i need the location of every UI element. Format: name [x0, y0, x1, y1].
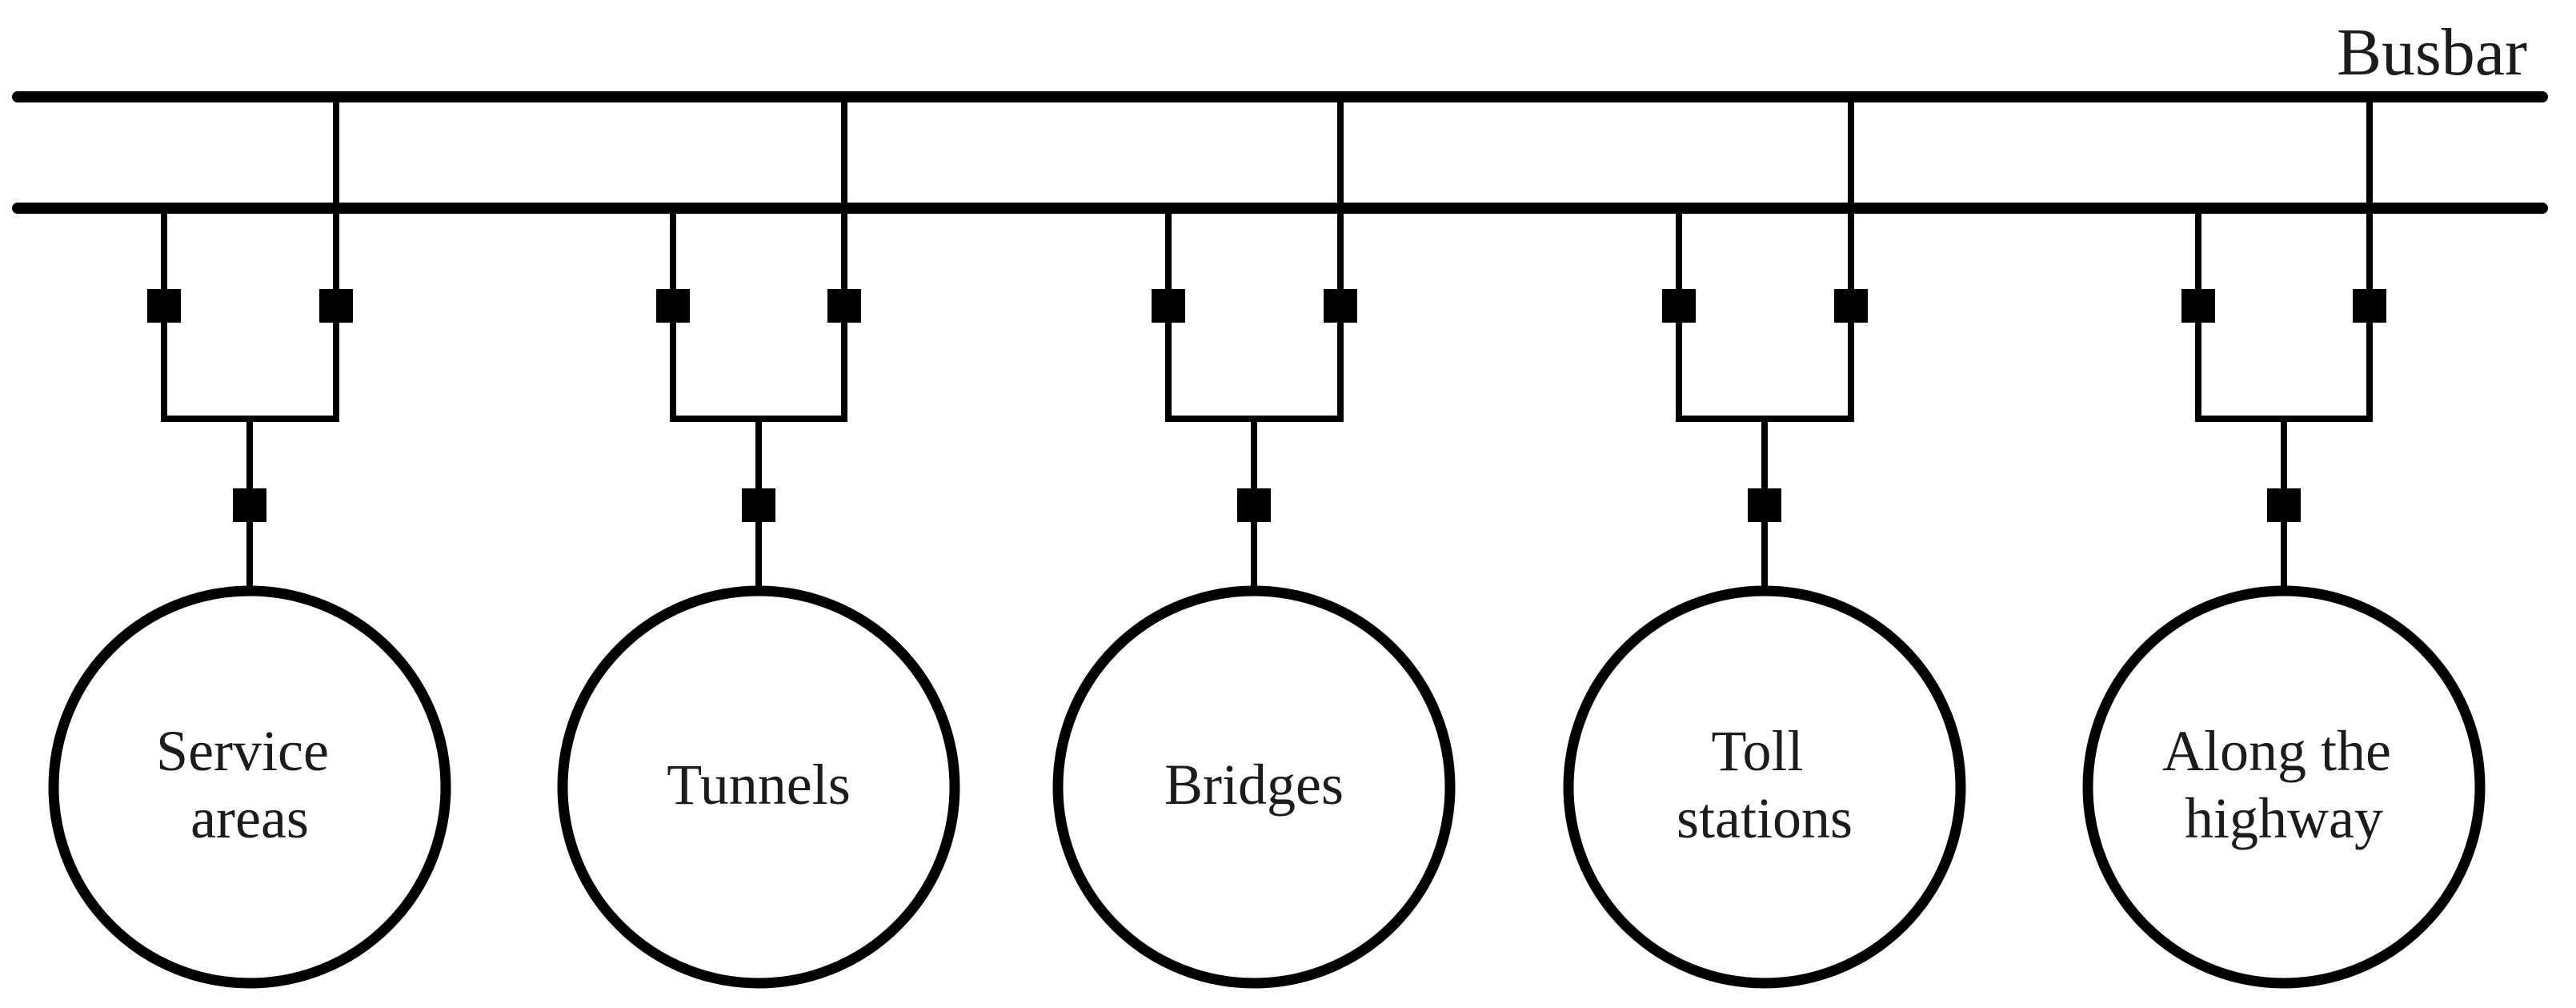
feeder-branch-lines	[670, 97, 847, 422]
load-circle	[1563, 585, 1966, 989]
busbar-label: Busbar	[2337, 15, 2527, 90]
load-circle	[48, 585, 451, 989]
feeder-branch-lines	[1676, 97, 1854, 422]
switch-square-icon	[2267, 488, 2301, 522]
feeder-branch-lines	[1165, 97, 1344, 422]
switch-square-icon	[656, 289, 690, 323]
switch-square-icon	[1324, 289, 1357, 323]
load-circle	[1052, 585, 1456, 989]
feeder-group-along-the-highway: Along the highway	[2082, 97, 2486, 989]
switch-square-icon	[147, 289, 181, 323]
switch-square-icon	[1834, 289, 1868, 323]
load-label: Tunnels	[667, 753, 850, 817]
switch-square-icon	[1152, 289, 1185, 323]
feeder-group-bridges: Bridges	[1052, 97, 1456, 989]
switch-square-icon	[2181, 289, 2215, 323]
load-label: Toll stations	[1677, 719, 1853, 850]
load-label: Along the highway	[2162, 719, 2406, 850]
switch-square-icon	[233, 488, 266, 522]
switch-square-icon	[742, 488, 775, 522]
feeder-group-service-areas: Service areas	[48, 97, 451, 989]
switch-square-icon	[1237, 488, 1271, 522]
feeder-branch-lines	[161, 97, 339, 422]
feeder-branch-lines	[2195, 97, 2373, 422]
feeder-group-toll-stations: Toll stations	[1563, 97, 1966, 989]
switch-square-icon	[827, 289, 861, 323]
switch-square-icon	[1748, 488, 1781, 522]
load-label: Service areas	[156, 719, 343, 850]
load-label: Bridges	[1164, 753, 1344, 817]
load-circle	[2082, 585, 2486, 989]
switch-square-icon	[2353, 289, 2386, 323]
switch-square-icon	[1662, 289, 1696, 323]
load-circle	[557, 585, 960, 989]
switch-square-icon	[319, 289, 353, 323]
feeder-group-tunnels: Tunnels	[557, 97, 960, 989]
